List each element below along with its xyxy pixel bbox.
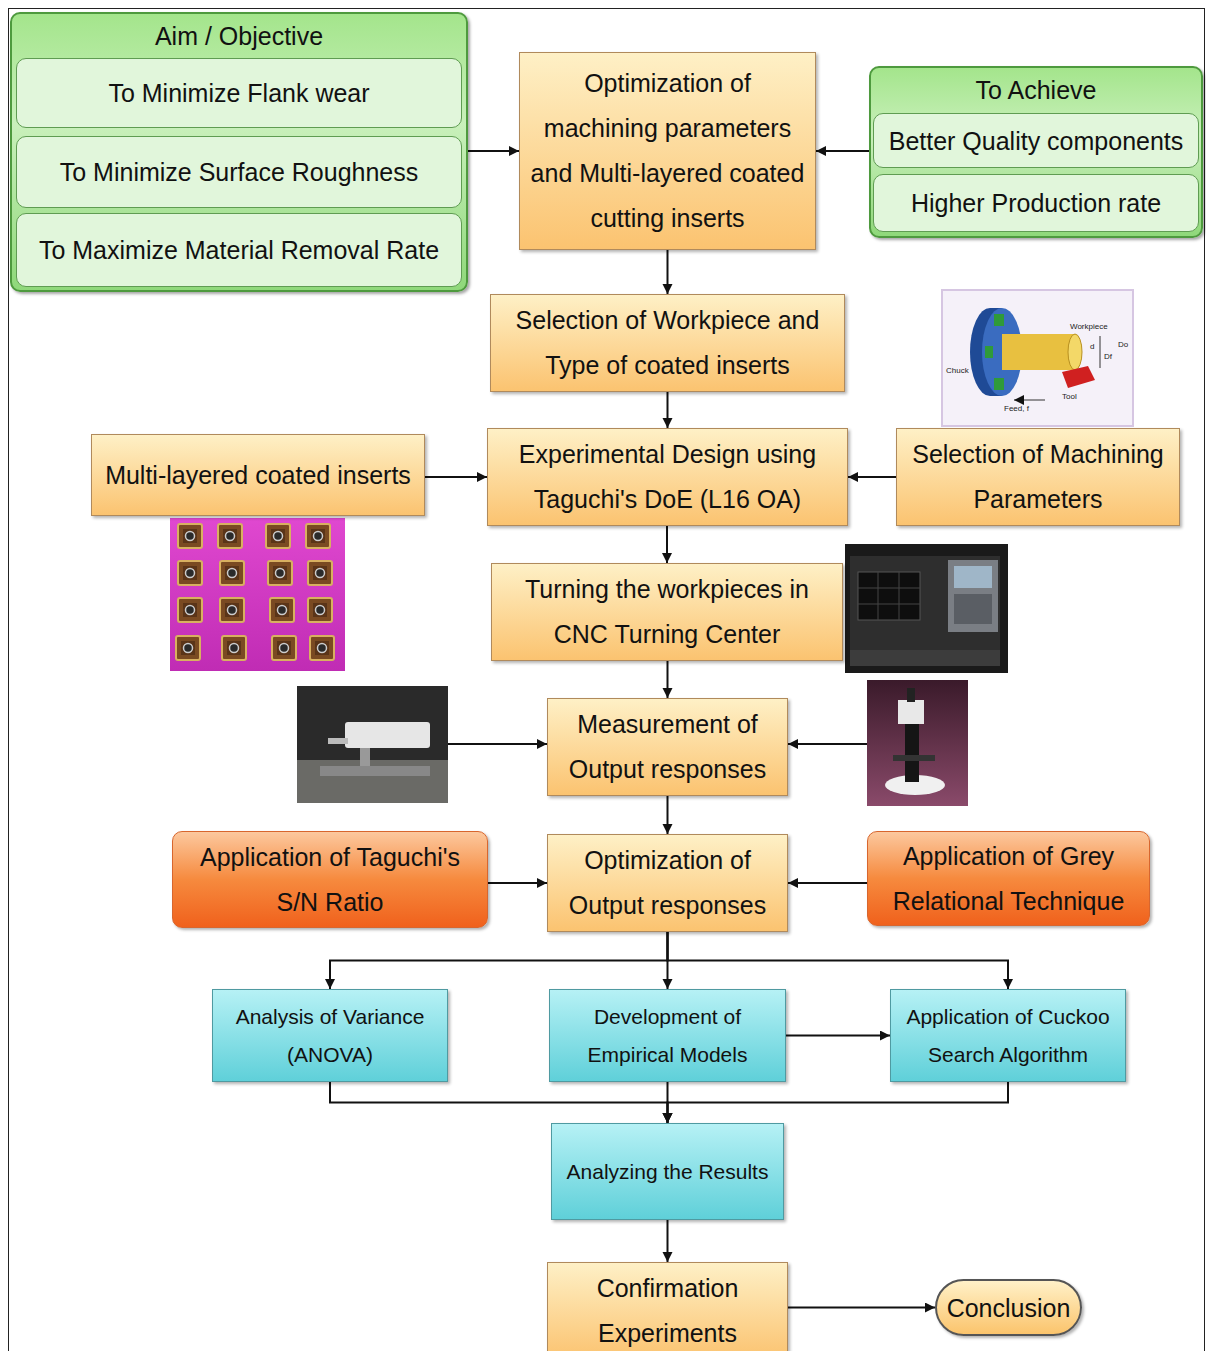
node-text: Optimization of machining parameters and…: [526, 61, 809, 241]
profilometer-photo: [297, 686, 448, 803]
connector-arrow: [667, 796, 669, 834]
photo-arrow: [448, 743, 547, 745]
illustration-label: Df: [1104, 352, 1112, 361]
illustration-label: Tool: [1062, 392, 1077, 401]
process-box: Selection of Workpiece and Type of coate…: [490, 294, 845, 392]
process-box: Experimental Design using Taguchi's DoE …: [487, 428, 848, 526]
cnc-photo: [845, 544, 1008, 673]
connector-arrow: [330, 932, 668, 989]
node-text: Higher Production rate: [911, 188, 1161, 218]
connector-arrow: [488, 882, 547, 884]
node-text: Selection of Machining Parameters: [903, 432, 1173, 522]
connector-arrow: [786, 1035, 890, 1037]
illustration-label: Chuck: [946, 366, 969, 375]
node-text: Confirmation Experiments: [554, 1266, 781, 1351]
photo-arrow: [788, 743, 867, 745]
connector-arrow: [666, 526, 668, 563]
node-text: Application of Cuckoo Search Algorithm: [897, 998, 1119, 1074]
connector-arrow: [425, 476, 487, 478]
method-box: Application of Grey Relational Technique: [867, 831, 1150, 926]
node-text: Analysis of Variance (ANOVA): [219, 998, 441, 1074]
node-text: Measurement of Output responses: [554, 702, 781, 792]
process-box: Optimization of Output responses: [547, 834, 788, 932]
connector-arrow: [667, 661, 669, 698]
node-text: Selection of Workpiece and Type of coate…: [497, 298, 838, 388]
node-text: Analyzing the Results: [567, 1153, 769, 1191]
connector-arrow: [330, 1082, 668, 1123]
process-box: Confirmation Experiments: [547, 1262, 788, 1351]
method-box: Application of Taguchi's S/N Ratio: [172, 831, 488, 928]
node-text: Conclusion: [947, 1293, 1071, 1323]
objective-box: To Minimize Surface Roughness: [16, 136, 462, 208]
node-text: Better Quality components: [889, 126, 1184, 156]
connector-arrow: [667, 1220, 669, 1262]
analysis-box: Development of Empirical Models: [549, 989, 786, 1082]
process-box: Multi-layered coated inserts: [91, 434, 425, 516]
connector-arrow: [667, 250, 669, 294]
inserts-photo: [170, 518, 345, 671]
objective-box: To Maximize Material Removal Rate: [16, 213, 462, 287]
connector-arrow: [468, 150, 519, 152]
process-box: Turning the workpieces in CNC Turning Ce…: [491, 563, 843, 661]
analysis-box: Analyzing the Results: [551, 1123, 784, 1220]
page-frame: [9, 9, 1205, 1351]
lathe-illustration: [942, 290, 1133, 426]
node-text: Multi-layered coated inserts: [105, 453, 411, 498]
node-text: Turning the workpieces in CNC Turning Ce…: [498, 567, 836, 657]
connector-arrow: [848, 476, 896, 478]
node-text: Experimental Design using Taguchi's DoE …: [494, 432, 841, 522]
analysis-box: Analysis of Variance (ANOVA): [212, 989, 448, 1082]
node-text: Development of Empirical Models: [556, 998, 779, 1074]
illustration-label: d: [1090, 342, 1094, 351]
node-text: To Minimize Flank wear: [108, 78, 369, 108]
microscope-photo: [867, 680, 968, 806]
terminal-pill: Conclusion: [935, 1279, 1082, 1336]
process-box: Optimization of machining parameters and…: [519, 52, 816, 250]
connector-arrow: [668, 932, 1009, 989]
goal-box: Better Quality components: [873, 113, 1199, 168]
node-text: To Minimize Surface Roughness: [60, 157, 419, 187]
connector-arrow: [788, 882, 867, 884]
group-title: To Achieve: [871, 68, 1201, 113]
node-text: To Maximize Material Removal Rate: [39, 235, 439, 265]
node-text: Application of Taguchi's S/N Ratio: [179, 835, 481, 925]
goal-group: To AchieveBetter Quality componentsHighe…: [869, 66, 1203, 238]
connector-arrow: [667, 392, 669, 428]
connector-arrow: [668, 1082, 1009, 1123]
node-text: Application of Grey Relational Technique: [874, 834, 1143, 924]
group-title: Aim / Objective: [12, 14, 466, 58]
illustration-label: Feed, f: [1004, 404, 1029, 413]
connector-arrow: [788, 1307, 935, 1309]
node-text: Optimization of Output responses: [554, 838, 781, 928]
goal-box: Higher Production rate: [873, 174, 1199, 232]
process-box: Selection of Machining Parameters: [896, 428, 1180, 526]
illustration-label: Do: [1118, 340, 1128, 349]
illustration-label: Workpiece: [1070, 322, 1108, 331]
analysis-box: Application of Cuckoo Search Algorithm: [890, 989, 1126, 1082]
objective-box: To Minimize Flank wear: [16, 58, 462, 128]
connector-arrow: [816, 150, 869, 152]
process-box: Measurement of Output responses: [547, 698, 788, 796]
objective-group: Aim / Objective To Minimize Flank wear To …: [10, 12, 468, 292]
